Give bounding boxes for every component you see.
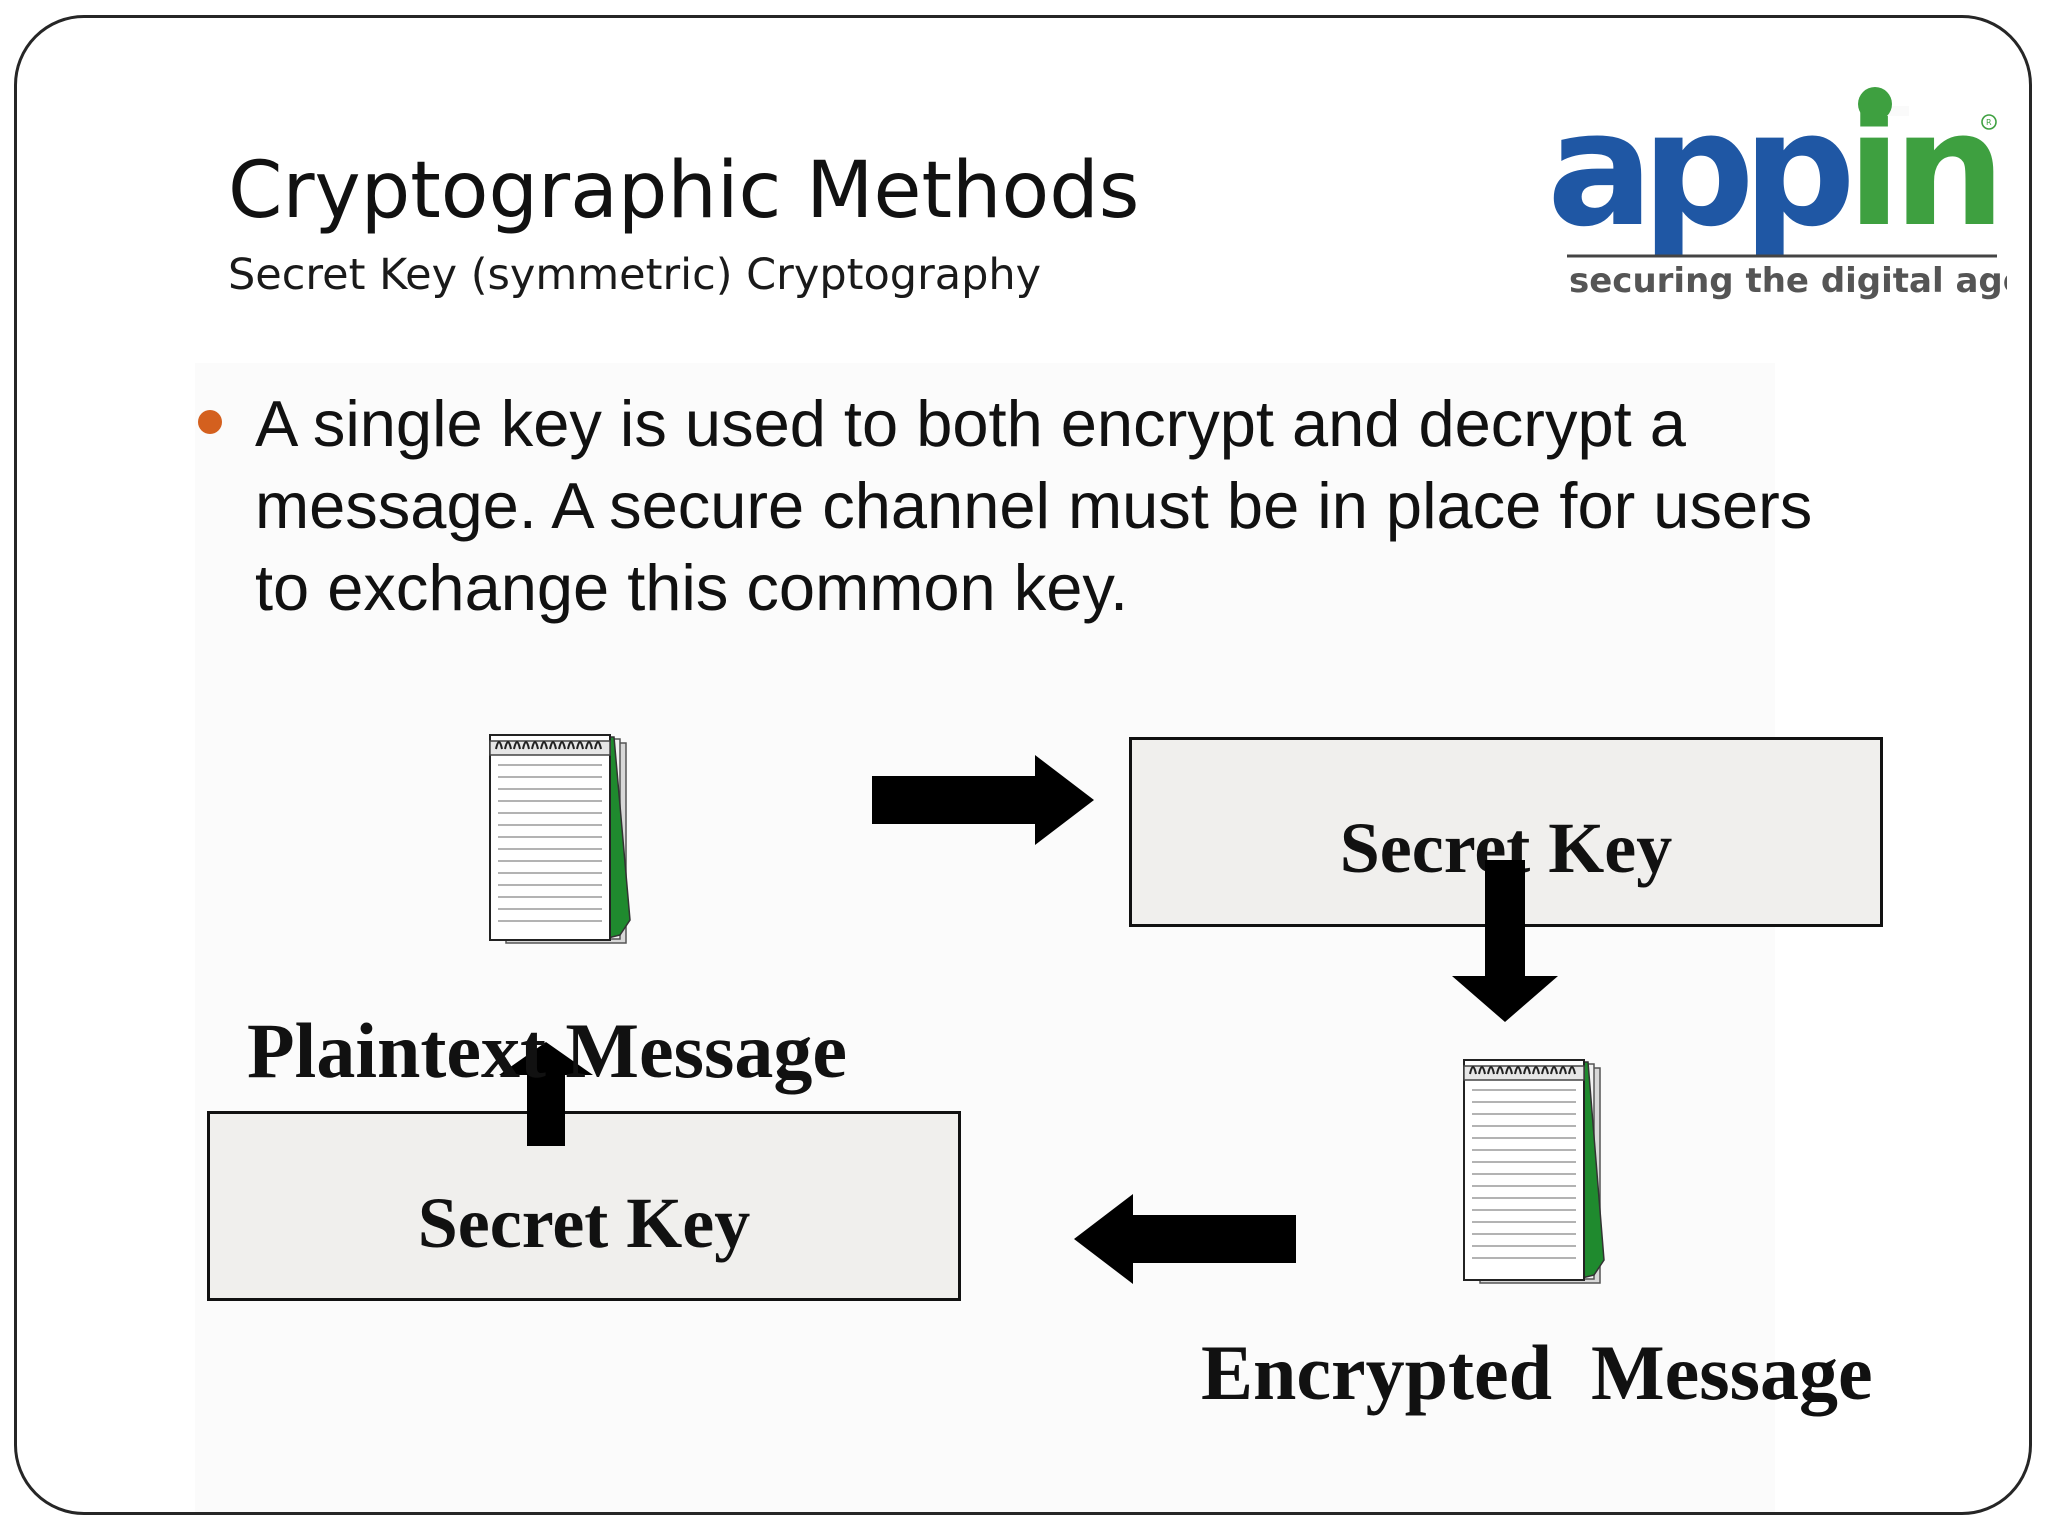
svg-text:R: R: [1986, 118, 1992, 127]
arrow-down-icon: [1452, 860, 1558, 1022]
slide-frame: Cryptographic Methods Secret Key (symmet…: [14, 15, 2032, 1515]
bullet-dot: [198, 410, 222, 434]
plaintext-notepad-icon: [489, 734, 631, 944]
bullet-line: to exchange this common key.: [255, 551, 1129, 624]
encrypted-message-label: Encrypted Message: [1201, 1329, 1873, 1416]
slide-title: Cryptographic Methods: [228, 146, 1140, 236]
bullet-line: A single key is used to both encrypt and…: [255, 387, 1686, 460]
secret-key-box-bottom: [207, 1111, 961, 1301]
plaintext-message-label: Plaintext Message: [247, 1007, 848, 1094]
logo-tagline: securing the digital age: [1569, 261, 2007, 301]
appin-logo: app in R securing the digital age: [1547, 78, 2007, 301]
arrow-left-icon: [1074, 1194, 1296, 1284]
arrow-right-icon: [872, 755, 1094, 845]
arrow-up-icon: [499, 1042, 593, 1146]
encrypted-notepad-icon: [1463, 1059, 1605, 1284]
logo-brand-text: app: [1547, 78, 1849, 262]
secret-key-label-bottom: Secret Key: [417, 1183, 751, 1263]
bullet-line: message. A secure channel must be in pla…: [255, 469, 1813, 542]
slide-subtitle: Secret Key (symmetric) Cryptography: [228, 250, 1042, 300]
flow-arrows: [499, 755, 1558, 1284]
logo-dot-icon: [1858, 87, 1892, 121]
bullet-text: A single key is used to both encrypt and…: [255, 383, 1955, 629]
